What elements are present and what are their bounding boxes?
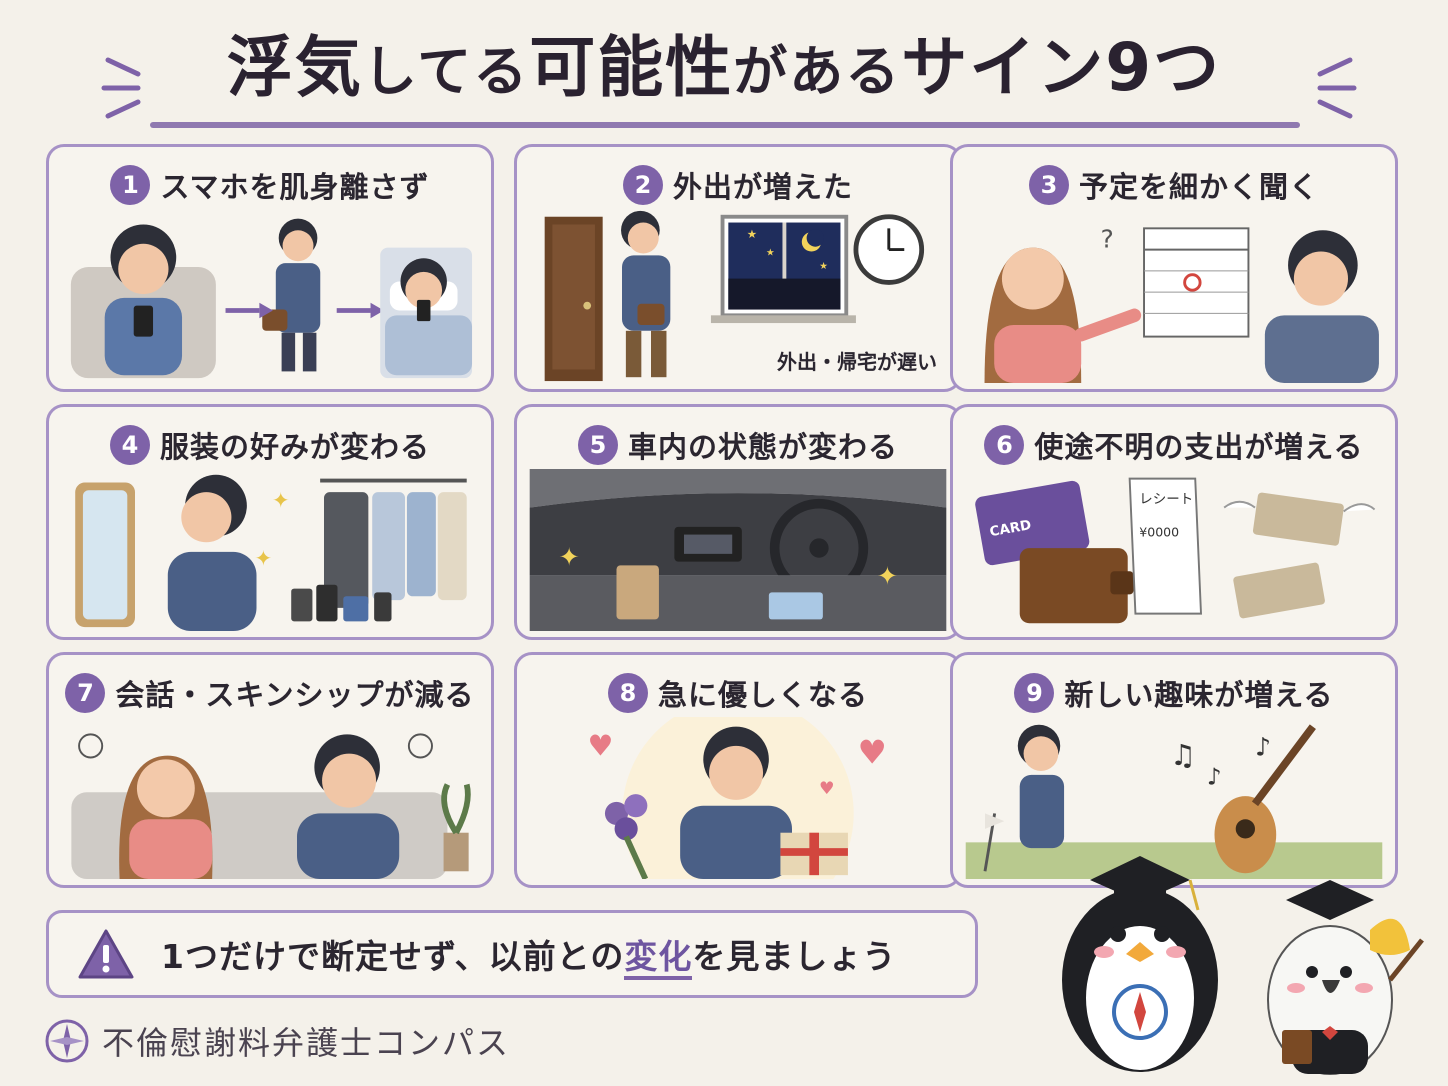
sign-card-3: 3 予定を細かく聞く ? xyxy=(950,144,1398,392)
suddenly-kind-scene-illustration: ♥ ♥ ♥ xyxy=(525,717,951,879)
card-number-badge: 4 xyxy=(109,425,150,465)
card-title: 車内の状態が変わる xyxy=(627,430,898,464)
warning-icon xyxy=(78,929,134,979)
title-part-5: サイン xyxy=(901,29,1106,106)
spending-scene-illustration: CARD レシート ¥0000 xyxy=(961,469,1387,631)
brand-footer: 不倫慰謝料弁護士コンパス xyxy=(44,1016,510,1066)
svg-text:✦: ✦ xyxy=(255,546,273,571)
card-label: CARD xyxy=(988,517,1032,540)
card-number-badge: 7 xyxy=(65,673,106,713)
sign-card-4: 4 服装の好みが変わる ✦ ✦ xyxy=(46,404,494,640)
title-underline xyxy=(150,122,1300,128)
warning-text: 1つだけで断定せず、以前との変化を見ましょう xyxy=(161,930,897,980)
svg-text:♪: ♪ xyxy=(1207,765,1222,791)
svg-text:✦: ✦ xyxy=(272,489,290,514)
warning-text-before: 1つだけで断定せず、以前との xyxy=(161,937,625,976)
card-title: 急に優しくなる xyxy=(657,678,868,712)
title-part-3: 可能性 xyxy=(529,29,734,106)
svg-text:★: ★ xyxy=(766,247,775,258)
card-title: 外出が増えた xyxy=(672,170,853,204)
card-title: 予定を細かく聞く xyxy=(1078,170,1319,204)
card-number-badge: 9 xyxy=(1014,673,1055,713)
svg-text:♥: ♥ xyxy=(588,729,614,763)
clothing-scene-illustration: ✦ ✦ xyxy=(57,469,483,631)
card-title: 新しい趣味が増える xyxy=(1064,678,1334,712)
svg-text:♫: ♫ xyxy=(1170,738,1196,772)
svg-text:✦: ✦ xyxy=(559,542,580,571)
brand-name: 不倫慰謝料弁護士コンパス xyxy=(102,1024,511,1062)
card-number-badge: 3 xyxy=(1028,165,1069,205)
title-part-6: 9つ xyxy=(1105,29,1222,106)
title-part-2: してる xyxy=(362,40,530,103)
sign-card-9: 9 新しい趣味が増える ♫ ♪ ♪ xyxy=(950,652,1398,888)
card-number-badge: 2 xyxy=(622,165,663,205)
card-title: 使途不明の支出が増える xyxy=(1034,430,1364,464)
mascot-characters-illustration xyxy=(1062,856,1424,1075)
svg-text:♪: ♪ xyxy=(1255,733,1271,762)
card-caption: 外出・帰宅が遅い xyxy=(777,350,937,374)
less-affection-scene-illustration xyxy=(57,717,483,879)
svg-text:★: ★ xyxy=(747,227,757,241)
title-part-1: 浮気 xyxy=(226,29,363,106)
sign-card-1: 1 スマホを肌身離さず xyxy=(46,144,494,392)
card-number-badge: 8 xyxy=(607,673,648,713)
receipt-amount: ¥0000 xyxy=(1139,525,1179,540)
title-part-4: がある xyxy=(733,40,902,103)
warning-note: 1つだけで断定せず、以前との変化を見ましょう xyxy=(46,910,978,998)
sign-card-6: 6 使途不明の支出が増える CARD レシート ¥0000 xyxy=(950,404,1398,640)
warning-text-after: を見ましょう xyxy=(692,937,897,976)
sign-card-7: 7 会話・スキンシップが減る xyxy=(46,652,494,888)
card-title: 会話・スキンシップが減る xyxy=(115,678,475,712)
sign-card-5: 5 車内の状態が変わる ✦ ✦ xyxy=(514,404,962,640)
receipt-title: レシート xyxy=(1139,492,1193,508)
sign-card-8: 8 急に優しくなる ♥ ♥ ♥ xyxy=(514,652,962,888)
svg-text:★: ★ xyxy=(819,261,828,272)
svg-text:♥: ♥ xyxy=(858,733,887,771)
card-number-badge: 6 xyxy=(984,425,1025,465)
svg-text:?: ? xyxy=(1101,225,1114,254)
emphasis-lines-icon xyxy=(1317,57,1357,119)
page-title: 浮気してる可能性があるサイン9つ xyxy=(0,18,1448,128)
compass-logo-icon xyxy=(45,1019,89,1063)
card-number-badge: 1 xyxy=(110,165,151,205)
card-title: スマホを肌身離さず xyxy=(160,170,430,204)
warning-text-highlight: 変化 xyxy=(624,937,693,980)
car-interior-scene-illustration: ✦ ✦ xyxy=(525,469,951,631)
sign-card-2: 2 外出が増えた ★ ★ ★ 外出・帰宅が遅い xyxy=(514,144,962,392)
card-number-badge: 5 xyxy=(577,425,618,465)
going-out-scene-illustration: ★ ★ ★ xyxy=(525,209,951,383)
smartphone-scene-illustration xyxy=(57,209,483,383)
svg-text:✦: ✦ xyxy=(877,562,898,591)
emphasis-lines-icon xyxy=(101,57,141,119)
card-title: 服装の好みが変わる xyxy=(159,430,430,464)
asking-schedule-scene-illustration: ? xyxy=(961,209,1387,383)
svg-text:♥: ♥ xyxy=(819,779,835,799)
